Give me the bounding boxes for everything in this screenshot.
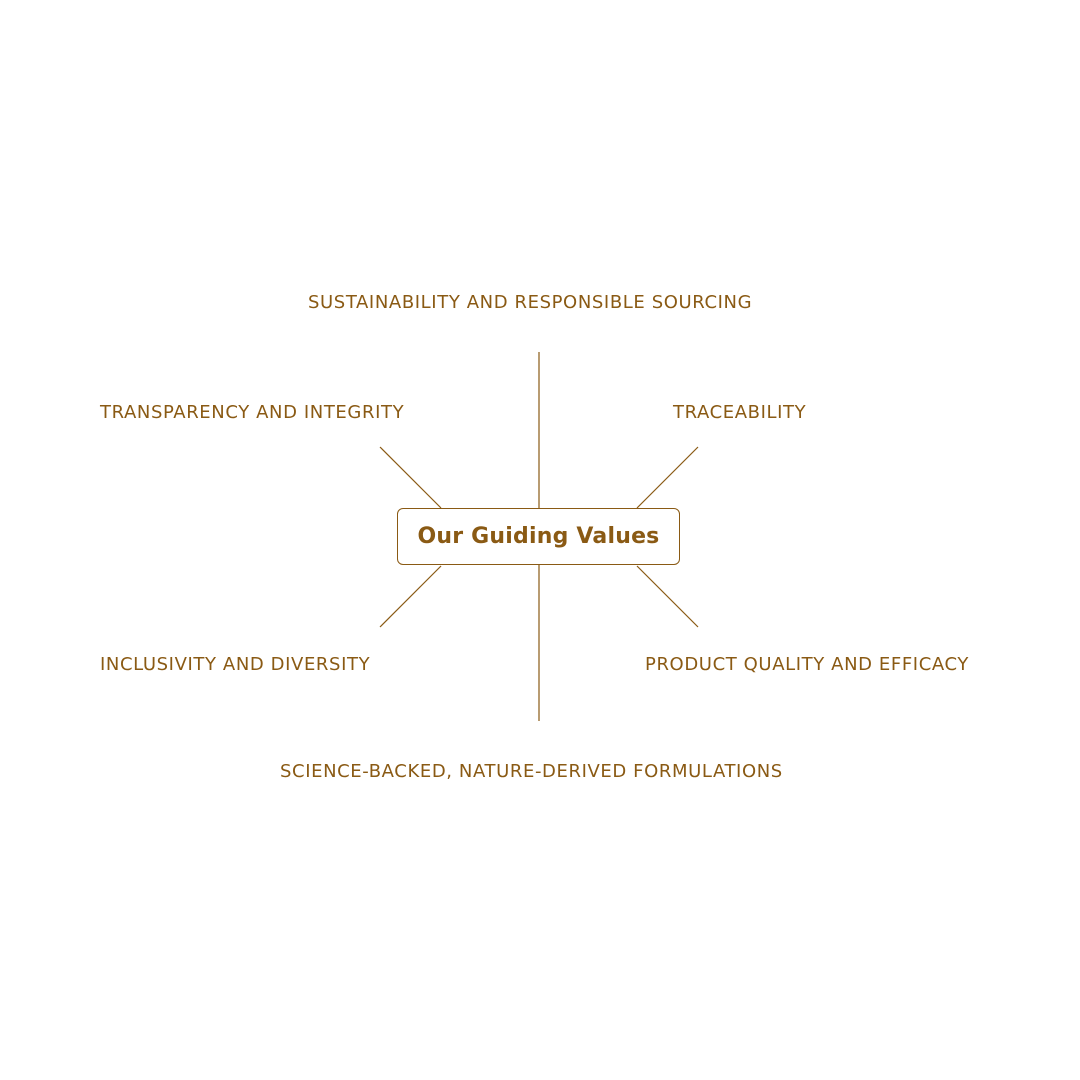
connector-lower-right [636,565,699,628]
connector-lower-left [379,565,442,628]
value-label-science-backed: SCIENCE-BACKED, NATURE-DERIVED FORMULATI… [280,761,783,782]
value-label-product-quality: PRODUCT QUALITY AND EFFICACY [645,654,969,675]
value-label-traceability: TRACEABILITY [673,402,807,423]
center-node: Our Guiding Values [397,508,680,565]
value-label-inclusivity: INCLUSIVITY AND DIVERSITY [100,654,371,675]
connector-upper-left [379,446,442,509]
center-title: Our Guiding Values [417,524,660,549]
value-label-transparency: TRANSPARENCY AND INTEGRITY [100,402,405,423]
value-label-sustainability: SUSTAINABILITY AND RESPONSIBLE SOURCING [308,292,753,313]
connector-upper-right [636,446,699,509]
